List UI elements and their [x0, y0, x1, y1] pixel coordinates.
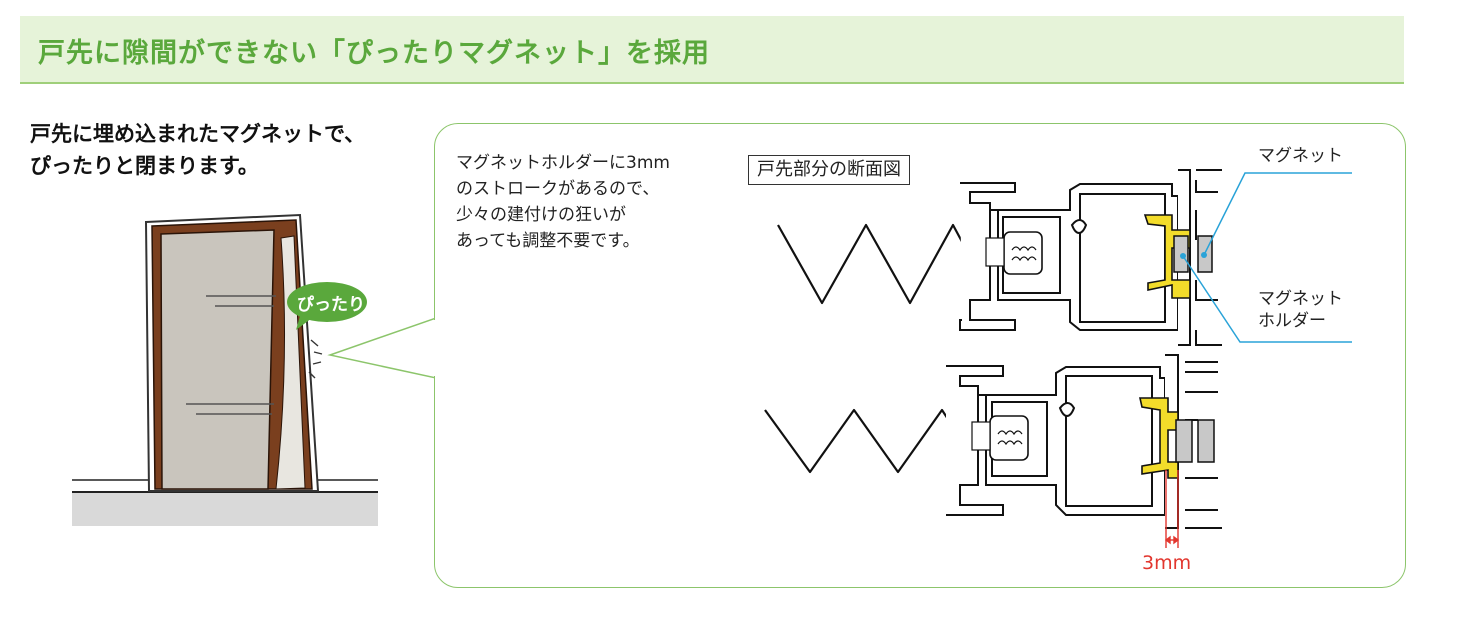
page-title: 戸先に隙間ができない「ぴったりマグネット」を採用: [38, 38, 710, 69]
door-edge-zigzag-top: [777, 223, 989, 305]
magnet-holder-label-line-2: ホルダー: [1258, 311, 1326, 331]
stroke-dimension: [1164, 470, 1180, 548]
lead-line-1: 戸先に埋め込まれたマグネットで、: [30, 122, 366, 146]
magnet-label: マグネット: [1258, 146, 1343, 166]
magnet-holder-label-line-1: マグネット: [1258, 289, 1343, 309]
magnet-bottom: [1175, 419, 1193, 463]
lead-text: 戸先に埋め込まれたマグネットで、 ぴったりと閉まります。: [30, 118, 365, 182]
motor-unit-top: [985, 231, 1043, 275]
description-line-4: あっても調整不要です。: [456, 231, 640, 251]
description-line-2: のストロークがあるので、: [456, 179, 660, 199]
lead-line-2: ぴったりと閉まります。: [30, 154, 259, 178]
strike-magnet-bottom: [1197, 419, 1215, 463]
diagram-panel: [434, 123, 1406, 588]
stroke-dimension-label: 3mm: [1142, 552, 1192, 574]
magnet-holder-label: マグネット ホルダー: [1258, 288, 1343, 332]
floor: [72, 492, 378, 526]
callout-lines: [1182, 172, 1352, 343]
motor-unit-bottom: [971, 415, 1029, 461]
description-text: マグネットホルダーに3mm のストロークがあるので、 少々の建付けの狂いが あっ…: [456, 150, 670, 254]
header-bar: 戸先に隙間ができない「ぴったりマグネット」を採用: [20, 16, 1404, 84]
description-line-3: 少々の建付けの狂いが: [456, 205, 626, 225]
pittari-badge-label: ぴったり: [297, 295, 365, 315]
pittari-badge: [287, 282, 367, 322]
door-leaf: [160, 229, 275, 490]
section-label: 戸先部分の断面図: [748, 155, 910, 185]
description-line-1: マグネットホルダーに3mm: [456, 153, 670, 173]
motion-lines: [186, 295, 276, 415]
